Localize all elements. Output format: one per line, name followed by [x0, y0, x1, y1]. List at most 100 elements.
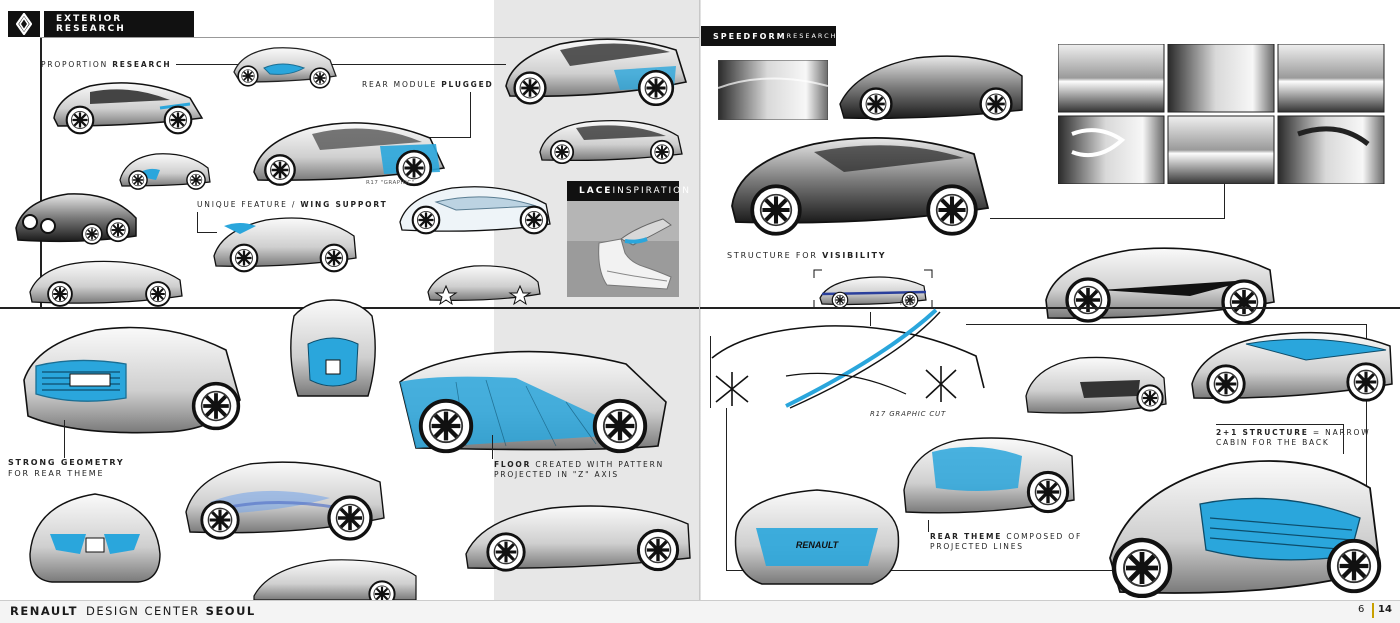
car-sketch-large-top-right — [505, 38, 688, 106]
car-sketch-blue-roof — [1191, 331, 1393, 404]
frame-line-h — [726, 570, 1376, 571]
leader-line — [420, 137, 471, 138]
section-title-exterior: EXTERIOR RESEARCH — [44, 11, 194, 37]
frame-line-h-right — [700, 307, 1400, 309]
page-number-right: 14 — [1378, 604, 1392, 615]
caption-floor-suffix: CREATED WITH PATTERN — [531, 460, 664, 469]
car-sketch-speedform-large — [731, 137, 990, 240]
car-sketch-proportion — [53, 82, 204, 135]
car-sketch-rear-small — [1025, 356, 1167, 414]
caption-strong-geometry-line2: FOR REAR THEME — [8, 468, 105, 478]
caption-rear-theme-suffix: COMPOSED OF — [1002, 532, 1083, 541]
section-title-speedform-suffix: RESEARCH — [786, 32, 838, 40]
lace-label: LACE INSPIRATION — [567, 181, 689, 201]
caption-21-structure-line2: CABIN FOR THE BACK — [1216, 438, 1330, 448]
lace-label-bold: LACE — [579, 186, 613, 196]
leader-line — [990, 218, 1225, 219]
leader-line — [1224, 184, 1225, 218]
caption-structure: STRUCTURE FOR VISIBILITY — [727, 251, 886, 262]
sketch-note: R17 "GRAPHIC" — [366, 180, 415, 186]
caption-proportion-bold: RESEARCH — [112, 60, 172, 69]
car-sketch-dark-rear — [15, 193, 137, 245]
car-sketch-21-structure — [1109, 460, 1390, 598]
frame-line-v — [726, 408, 727, 570]
leader-line — [928, 520, 929, 532]
caption-proportion: PROPORTION RESEARCH — [41, 60, 171, 70]
car-sketch-bottom-center — [253, 559, 417, 600]
car-sketch-star-wheels — [427, 265, 541, 306]
leader-line — [197, 232, 217, 233]
renault-diamond-icon — [16, 13, 32, 35]
footer-brand-name: RENAULT — [10, 604, 78, 618]
caption-floor-bold: FLOOR — [494, 460, 532, 469]
frame-line-h — [966, 324, 1366, 325]
car-sketch-rear-three-quarter — [23, 326, 241, 434]
caption-structure-prefix: STRUCTURE FOR — [727, 251, 823, 260]
graphic-cut-sketch — [711, 308, 985, 409]
car-sketch-lower-left — [29, 260, 183, 307]
leader-line — [1343, 424, 1344, 454]
caption-rear-theme-bold: REAR THEME — [930, 532, 1003, 541]
leader-line — [870, 312, 871, 326]
frame-line-v — [710, 336, 711, 408]
section-title-speedform-bold: SPEEDFORM — [713, 31, 787, 41]
caption-rear-module-bold: PLUGGED — [441, 80, 494, 89]
caption-21-structure: 2+1 STRUCTURE = NARROW CABIN FOR THE BAC… — [1216, 428, 1370, 448]
caption-strong-geometry-bold: STRONG GEOMETRY — [8, 458, 125, 467]
caption-rear-module: REAR MODULE PLUGGED — [362, 80, 494, 90]
car-sketch-wing-support — [213, 217, 357, 273]
car-sketch-speedform-small — [839, 55, 1023, 121]
renault-logo — [8, 11, 40, 37]
caption-21-structure-bold: 2+1 STRUCTURE — [1216, 428, 1309, 437]
caption-21-structure-suffix: = NARROW — [1308, 428, 1371, 437]
page-number-divider — [1372, 603, 1374, 618]
car-sketch-swirl — [185, 461, 385, 541]
caption-floor: FLOOR CREATED WITH PATTERN PROJECTED IN … — [494, 460, 664, 480]
car-sketch-rear-theme — [903, 437, 1075, 514]
footer-brand: RENAULT DESIGN CENTER SEOUL — [10, 604, 256, 618]
caption-rear-theme-line2: PROJECTED LINES — [930, 542, 1024, 552]
caption-rear-module-prefix: REAR MODULE — [362, 80, 442, 89]
leader-line — [64, 420, 65, 458]
leader-line — [492, 435, 493, 459]
section-title-text: EXTERIOR RESEARCH — [56, 14, 126, 34]
leader-line — [197, 212, 198, 232]
car-sketch-top-down-blue — [290, 299, 376, 397]
car-sketch-rear-view — [29, 493, 161, 583]
car-sketch-side — [539, 119, 683, 164]
car-sketch-bottom-right — [465, 505, 691, 572]
lace-label-suffix: INSPIRATION — [612, 186, 691, 196]
leader-line — [176, 64, 506, 65]
car-badge-text: RENAULT — [796, 540, 840, 550]
graphic-cut-label: R17 GRAPHIC CUT — [870, 410, 947, 418]
caption-strong-geometry: STRONG GEOMETRY FOR REAR THEME — [8, 458, 124, 480]
car-sketch-small-blue — [119, 153, 211, 190]
lace-shoe-image — [567, 201, 679, 297]
car-sketch-dark-side — [1045, 247, 1275, 325]
footer — [0, 600, 1400, 623]
car-sketch-floor — [399, 350, 667, 472]
frame-line-top — [40, 37, 699, 38]
caption-rear-theme: REAR THEME COMPOSED OF PROJECTED LINES — [930, 532, 1082, 552]
caption-proportion-prefix: PROPORTION — [41, 60, 113, 69]
car-sketch-light-blue — [399, 186, 551, 235]
section-title-speedform: SPEEDFORM RESEARCH — [701, 26, 836, 46]
caption-unique-feature-bold: WING SUPPORT — [300, 200, 388, 209]
leader-line — [1216, 424, 1344, 425]
frame-line-v — [40, 37, 42, 307]
page-gutter — [699, 0, 701, 622]
caption-unique-feature-prefix: UNIQUE FEATURE / — [197, 200, 301, 209]
speedform-swatch-1 — [718, 60, 828, 120]
footer-design-center: DESIGN CENTER — [86, 604, 200, 618]
page-number-left: 6 — [1358, 604, 1365, 615]
footer-city: SEOUL — [205, 604, 256, 618]
caption-unique-feature: UNIQUE FEATURE / WING SUPPORT — [197, 200, 387, 210]
car-sketch-top-view — [233, 47, 337, 89]
frame-line-v — [1366, 324, 1367, 570]
car-sketch-rear-module — [253, 122, 446, 187]
caption-floor-line2: PROJECTED IN "Z" AXIS — [494, 470, 619, 480]
caption-structure-bold: VISIBILITY — [822, 251, 887, 260]
leader-line — [470, 92, 471, 138]
car-sketch-rear-renault: RENAULT — [734, 489, 900, 585]
sticker-label: R17 — [900, 300, 914, 307]
